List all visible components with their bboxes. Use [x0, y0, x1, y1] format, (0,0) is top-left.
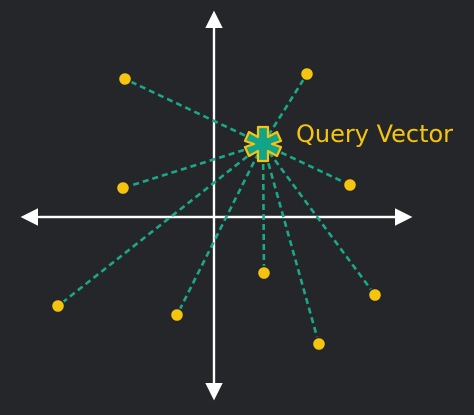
- circle-dot-icon: [256, 265, 272, 281]
- circle-dot-icon: [367, 287, 383, 303]
- query-vector-label: Query Vector: [296, 120, 453, 148]
- connector-line: [124, 77, 264, 146]
- connector-line: [261, 143, 266, 274]
- circle-dot-icon: [342, 177, 358, 193]
- circle-dot-icon: [115, 180, 131, 196]
- connector-line: [261, 143, 377, 296]
- connector-lines: [57, 73, 377, 345]
- circle-dot-icon: [117, 71, 133, 87]
- circle-dot-icon: [311, 336, 327, 352]
- connector-line: [175, 143, 265, 316]
- circle-dot-icon: [299, 66, 315, 82]
- data-points: [50, 66, 383, 352]
- axes: [20, 10, 413, 401]
- connector-line: [122, 142, 264, 190]
- asterisk-star-icon: [243, 125, 283, 163]
- circle-dot-icon: [169, 307, 185, 323]
- connector-line: [261, 143, 321, 345]
- circle-dot-icon: [50, 298, 66, 314]
- connector-line: [261, 73, 309, 145]
- connector-line: [57, 142, 264, 308]
- connector-line: [262, 142, 351, 187]
